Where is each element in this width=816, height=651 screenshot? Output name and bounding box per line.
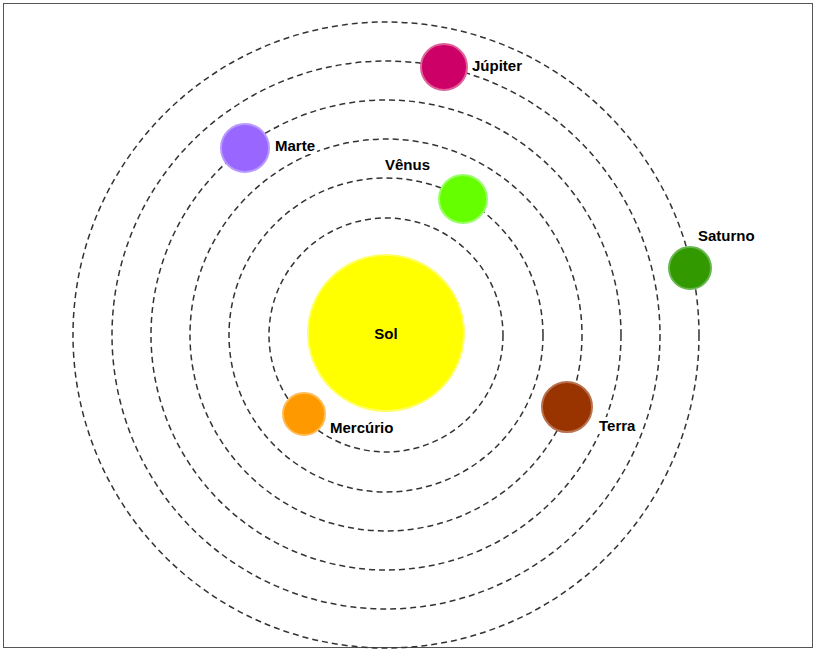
body-label: Vênus bbox=[383, 156, 432, 173]
body-label: Terra bbox=[597, 417, 637, 434]
body-shape bbox=[438, 174, 488, 224]
planet-circle: Marte bbox=[220, 123, 270, 173]
body-shape bbox=[541, 381, 593, 433]
planet-circle: Terra bbox=[541, 381, 593, 433]
body-label: Saturno bbox=[696, 227, 757, 244]
body-shape bbox=[220, 123, 270, 173]
body-shape bbox=[282, 392, 326, 436]
planet-circle: Mercúrio bbox=[282, 392, 326, 436]
body-label: Marte bbox=[273, 137, 317, 154]
body-label: Júpiter bbox=[470, 57, 524, 74]
body-label: Sol bbox=[374, 325, 397, 342]
sun-circle: Sol bbox=[307, 254, 465, 412]
frame bbox=[4, 4, 813, 648]
planet-circle: Vênus bbox=[438, 174, 488, 224]
planet-circle: Saturno bbox=[668, 246, 712, 290]
body-label: Mercúrio bbox=[328, 419, 395, 436]
body-shape bbox=[420, 43, 468, 91]
planet-circle: Júpiter bbox=[420, 43, 468, 91]
orbit-lines bbox=[73, 22, 699, 648]
body-shape bbox=[668, 246, 712, 290]
